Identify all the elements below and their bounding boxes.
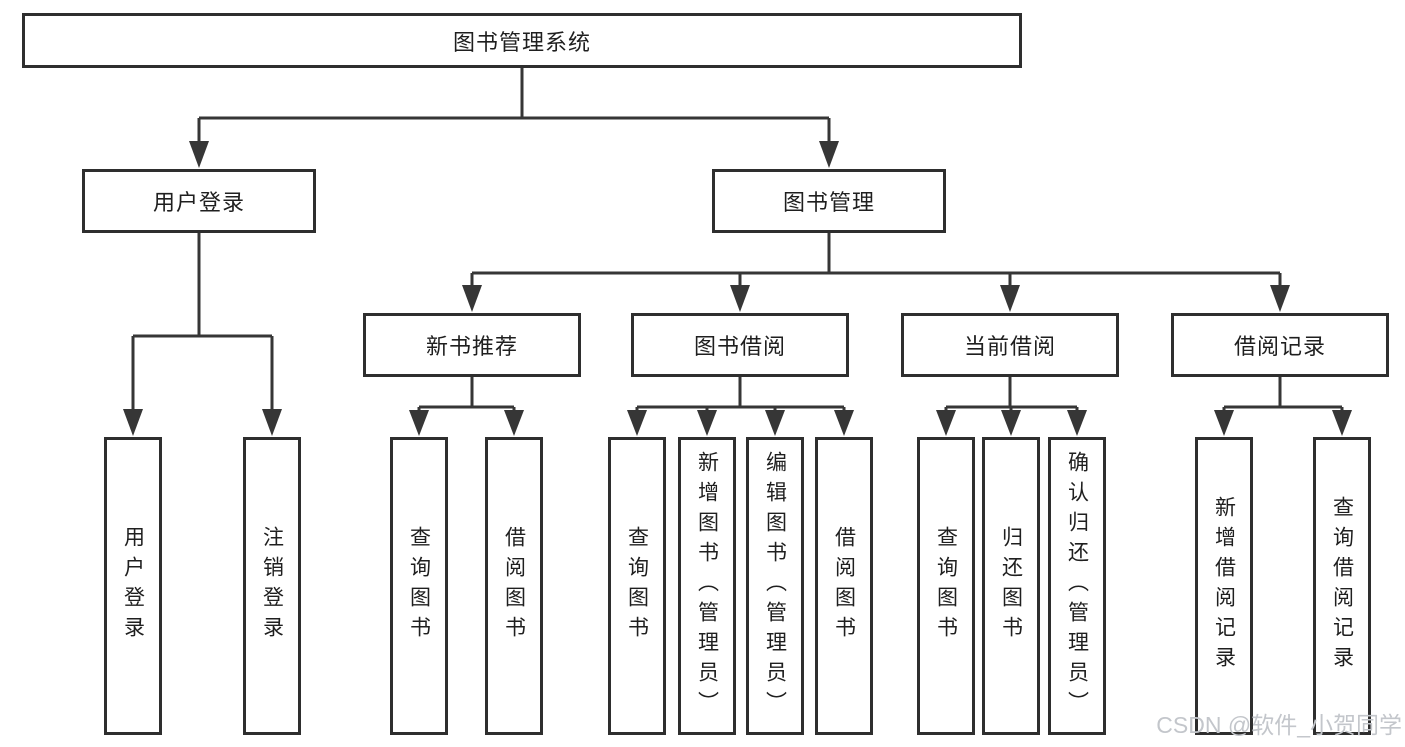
node-user-login: 用户登录 [82,169,316,233]
node-records-query-record-label: 查询借阅记录 [1330,496,1354,676]
node-borrowing-add-books: 新增图书（管理员） [678,437,736,735]
node-recommend-query-books-label: 查询图书 [407,526,431,646]
node-book-borrowing: 图书借阅 [631,313,849,377]
node-current-confirm-return-label: 确认归还（管理员） [1065,451,1089,721]
arrow-down-icon [262,409,282,436]
arrow-down-icon [1332,410,1352,436]
node-recommend-query-books: 查询图书 [390,437,448,735]
node-user-login-label: 用户登录 [152,190,245,215]
arrow-down-icon [123,409,143,436]
node-borrow-records-label: 借阅记录 [1233,334,1326,359]
arrow-down-icon [1270,285,1290,312]
node-borrowing-edit-books-label: 编辑图书（管理员） [763,451,787,721]
node-borrowing-query-books: 查询图书 [608,437,666,735]
node-records-add-record-label: 新增借阅记录 [1212,496,1236,676]
node-borrowing-borrow-books-label: 借阅图书 [832,526,856,646]
node-records-query-record: 查询借阅记录 [1313,437,1371,735]
node-current-borrowing-label: 当前借阅 [963,334,1056,359]
arrow-down-icon [834,410,854,436]
node-recommend-borrow-books: 借阅图书 [485,437,543,735]
node-book-management: 图书管理 [712,169,946,233]
arrow-down-icon [504,410,524,436]
node-logout-leaf: 注销登录 [243,437,301,735]
node-book-borrowing-label: 图书借阅 [693,334,786,359]
arrow-down-icon [936,410,956,436]
arrow-down-icon [1067,410,1087,436]
node-borrowing-query-books-label: 查询图书 [625,526,649,646]
arrow-down-icon [765,410,785,436]
node-current-return-books-label: 归还图书 [999,526,1023,646]
node-current-borrowing: 当前借阅 [901,313,1119,377]
node-book-management-label: 图书管理 [782,190,875,215]
arrow-down-icon [409,410,429,436]
node-recommend-borrow-books-label: 借阅图书 [502,526,526,646]
arrow-down-icon [730,285,750,312]
arrow-down-icon [1001,410,1021,436]
node-root-label: 图书管理系统 [452,29,591,55]
arrow-down-icon [819,141,839,168]
node-records-add-record: 新增借阅记录 [1195,437,1253,735]
node-root: 图书管理系统 [22,13,1022,68]
node-borrowing-borrow-books: 借阅图书 [815,437,873,735]
node-borrow-records: 借阅记录 [1171,313,1389,377]
node-new-book-recommend-label: 新书推荐 [425,334,518,359]
arrow-down-icon [1000,285,1020,312]
node-borrowing-add-books-label: 新增图书（管理员） [695,451,719,721]
arrow-down-icon [627,410,647,436]
arrow-down-icon [697,410,717,436]
node-logout-leaf-label: 注销登录 [260,526,284,646]
node-current-return-books: 归还图书 [982,437,1040,735]
node-current-query-books-label: 查询图书 [934,526,958,646]
arrow-down-icon [189,141,209,168]
node-current-query-books: 查询图书 [917,437,975,735]
arrow-down-icon [1214,410,1234,436]
node-new-book-recommend: 新书推荐 [363,313,581,377]
node-borrowing-edit-books: 编辑图书（管理员） [746,437,804,735]
node-user-login-leaf-label: 用户登录 [121,526,145,646]
node-user-login-leaf: 用户登录 [104,437,162,735]
arrow-down-icon [462,285,482,312]
watermark: CSDN @软件_小贺同学 [1156,712,1402,738]
node-current-confirm-return: 确认归还（管理员） [1048,437,1106,735]
